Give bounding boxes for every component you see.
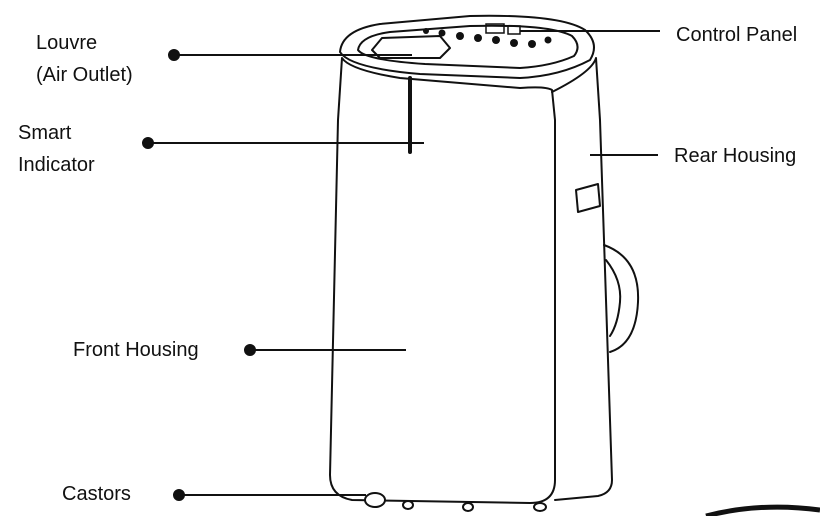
front-housing-label: Front Housing [73, 339, 199, 361]
louvre-label-line1: Louvre [36, 32, 98, 54]
smart-indicator-label: Smart Indicator [18, 117, 95, 181]
castor-wheel [402, 500, 414, 510]
smart-indicator-label-line2: Indicator [18, 154, 95, 176]
castor-wheel [533, 502, 547, 512]
side-handle-slot [575, 183, 601, 213]
control-panel-label: Control Panel [676, 24, 798, 46]
control-panel-buttons [423, 28, 552, 48]
front-housing-outline [329, 57, 556, 504]
rear-filter-outline [603, 244, 640, 353]
partial-curve-bottom-right [705, 504, 820, 516]
leader-lines [142, 30, 660, 501]
smart-indicator-label-line1: Smart [18, 122, 72, 144]
control-button [423, 28, 429, 34]
top-rim-outer [339, 14, 595, 79]
rear-housing-outline [551, 57, 613, 501]
control-button [528, 40, 536, 48]
rear-housing-label: Rear Housing [674, 145, 797, 167]
castor-wheel [462, 502, 474, 512]
louvre-label-line2: (Air Outlet) [36, 64, 133, 86]
castors-label: Castors [62, 483, 131, 505]
control-button [456, 32, 464, 40]
top-rim-inner [357, 24, 579, 69]
castor-wheel [364, 492, 386, 508]
castors [364, 492, 547, 512]
rear-filter-inner [605, 259, 622, 337]
control-button [474, 34, 482, 42]
control-button [510, 39, 518, 47]
louvre-outlet [371, 35, 451, 59]
louvre-label: Louvre (Air Outlet) [36, 27, 133, 91]
control-button [544, 36, 552, 44]
control-button [438, 29, 446, 37]
control-button [492, 36, 500, 44]
